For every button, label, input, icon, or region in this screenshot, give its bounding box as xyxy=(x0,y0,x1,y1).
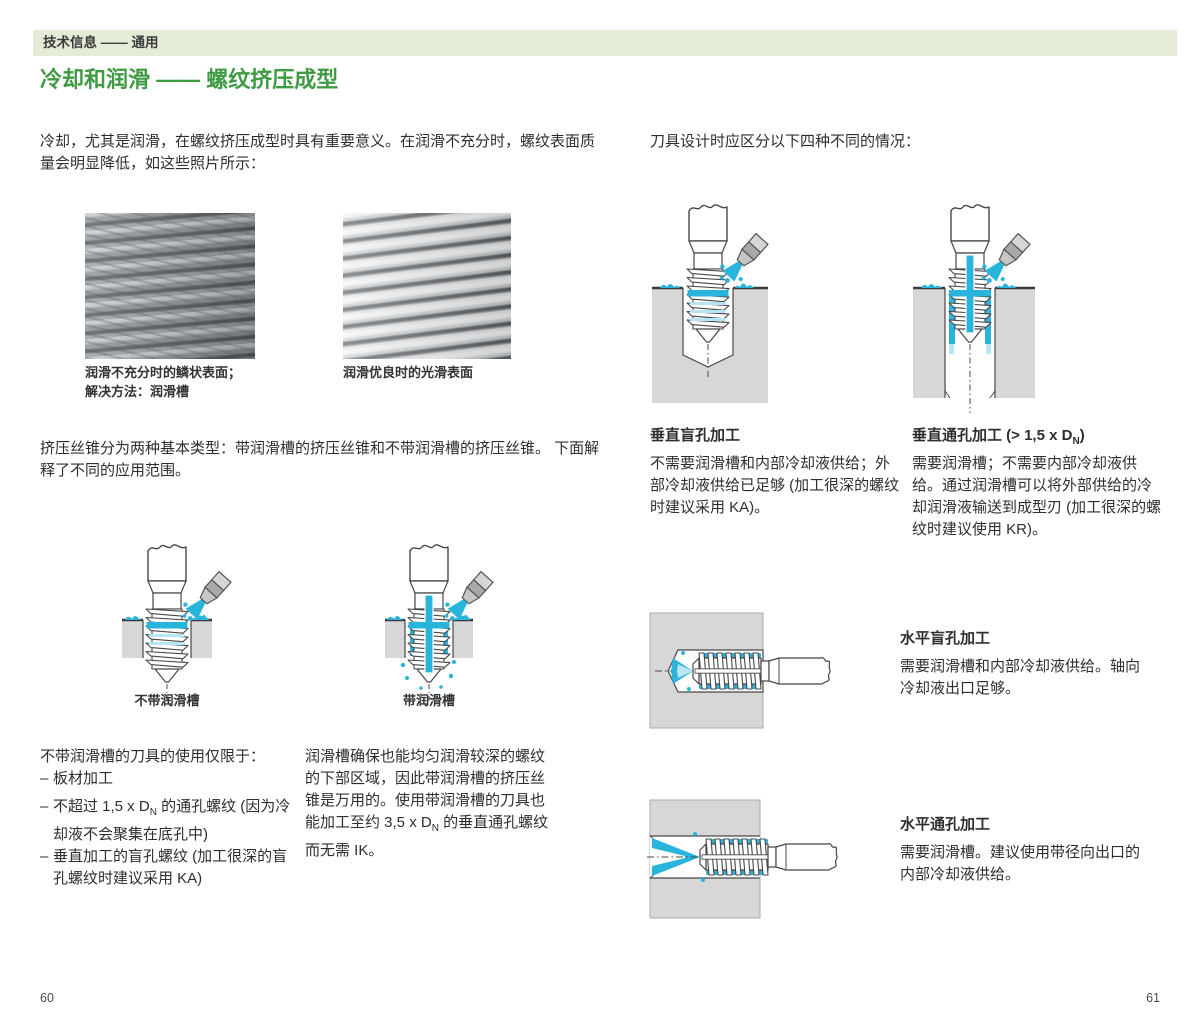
workpiece-block xyxy=(913,288,1035,398)
forming-tap-horizontal xyxy=(699,838,838,876)
header-bar: 技术信息 —— 通用 xyxy=(33,30,1177,56)
photo-caption-left-line1: 润滑不充分时的鳞状表面； xyxy=(85,365,242,380)
case-horizontal-through: 水平通孔加工 需要润滑槽。建议使用带径向出口的内部冷却液供给。 xyxy=(900,814,1150,886)
page-number-right: 61 xyxy=(1146,991,1160,1005)
left-intro-paragraph: 冷却，尤其是润滑，在螺纹挤压成型时具有重要意义。在润滑不充分时，螺纹表面质量会明… xyxy=(40,133,596,172)
photo-caption-right: 润滑优良时的光滑表面 xyxy=(343,365,474,380)
groove-paragraph: 润滑槽确保也能均匀润滑较深的螺纹的下部区域，因此带润滑槽的挤压丝锥是万用的。使用… xyxy=(305,748,549,859)
usage-intro: 不带润滑槽的刀具的使用仅限于： xyxy=(40,748,266,765)
diagram-vertical-blind-hole xyxy=(652,204,773,403)
photo-caption-left: 润滑不充分时的鳞状表面； 解决方法：润滑槽 xyxy=(85,363,335,401)
bullet-marker: – xyxy=(40,770,49,787)
bullet-marker: – xyxy=(40,798,49,815)
workpiece-slab xyxy=(385,620,473,658)
coolant-spray xyxy=(652,838,700,876)
case-body: 不需要润滑槽和内部冷却液供给；外部冷却液供给已足够 (加工很深的螺纹时建议采用 … xyxy=(650,455,900,516)
case-vertical-blind: 垂直盲孔加工 不需要润滑槽和内部冷却液供给；外部冷却液供给已足够 (加工很深的螺… xyxy=(650,425,902,519)
forming-tap-grooved xyxy=(949,205,991,342)
coolant-band xyxy=(408,622,450,629)
types-paragraph: 挤压丝锥分为两种基本类型：带润滑槽的挤压丝锥和不带润滑槽的挤压丝锥。 下面解释了… xyxy=(40,440,600,479)
usage-bullet-1: – 板材加工 xyxy=(40,768,298,796)
diagram-vertical-through-hole xyxy=(913,195,1035,413)
forming-tap-horizontal xyxy=(692,652,831,690)
thread-photo-rough xyxy=(85,213,255,359)
forming-tap-grooved xyxy=(408,545,450,682)
diagram-horizontal-blind-hole xyxy=(649,612,831,729)
case-body: 需要润滑槽。建议使用带径向出口的内部冷却液供给。 xyxy=(900,844,1141,883)
page-number-left: 60 xyxy=(40,991,54,1005)
coolant-band xyxy=(949,290,991,297)
case-body: 需要润滑槽和内部冷却液供给。轴向冷却液出口足够。 xyxy=(900,658,1141,697)
diagram-tap-without-groove xyxy=(122,544,236,701)
case-title: 水平通孔加工 xyxy=(900,816,991,833)
forming-tap xyxy=(145,544,189,683)
case-title: 垂直通孔加工 (> 1,5 x DN) xyxy=(912,427,1085,447)
forming-tap xyxy=(686,204,730,343)
usage-bullet-1-text: 板材加工 xyxy=(53,770,114,787)
right-intro-paragraph: 刀具设计时应区分以下四种不同的情况： xyxy=(650,133,921,150)
case-title: 垂直盲孔加工 xyxy=(650,427,741,444)
case-horizontal-blind: 水平盲孔加工 需要润滑槽和内部冷却液供给。轴向冷却液出口足够。 xyxy=(900,628,1150,700)
workpiece-block xyxy=(652,288,768,403)
usage-bullet-2: – 不超过 1,5 x DN 的通孔螺纹 (因为冷却液不会聚集在底孔中) xyxy=(40,796,298,846)
diagram-horizontal-through-hole xyxy=(647,799,838,919)
bullet-marker: – xyxy=(40,848,49,865)
case-body: 需要润滑槽；不需要内部冷却液供给。通过润滑槽可以将外部供给的冷却润滑液输送到成型… xyxy=(912,455,1162,538)
coolant-band xyxy=(146,622,188,629)
case-vertical-through: 垂直通孔加工 (> 1,5 x DN) 需要润滑槽；不需要内部冷却液供给。通过润… xyxy=(912,425,1164,541)
usage-block: 不带润滑槽的刀具的使用仅限于： – 板材加工 – 不超过 1,5 x DN 的通… xyxy=(40,746,298,896)
coolant-band xyxy=(687,290,729,297)
page-title: 冷却和润滑 —— 螺纹挤压成型 xyxy=(40,67,339,92)
case-title: 水平盲孔加工 xyxy=(900,630,991,647)
workpiece-slab xyxy=(122,620,212,658)
usage-bullet-2-text: 不超过 1,5 x DN 的通孔螺纹 (因为冷却液不会聚集在底孔中) xyxy=(53,798,291,843)
diagram-tap-with-groove xyxy=(385,535,498,701)
photo-caption-left-line2: 解决方法：润滑槽 xyxy=(85,384,190,399)
usage-bullet-3-text: 垂直加工的盲孔螺纹 (加工很深的盲孔螺纹时建议采用 KA) xyxy=(53,848,288,887)
usage-bullet-3: – 垂直加工的盲孔螺纹 (加工很深的盲孔螺纹时建议采用 KA) xyxy=(40,846,298,896)
diagram-caption-with-groove: 带润滑槽 xyxy=(402,693,455,708)
thread-photo-smooth xyxy=(343,213,511,359)
diagram-caption-without-groove: 不带润滑槽 xyxy=(134,693,200,708)
